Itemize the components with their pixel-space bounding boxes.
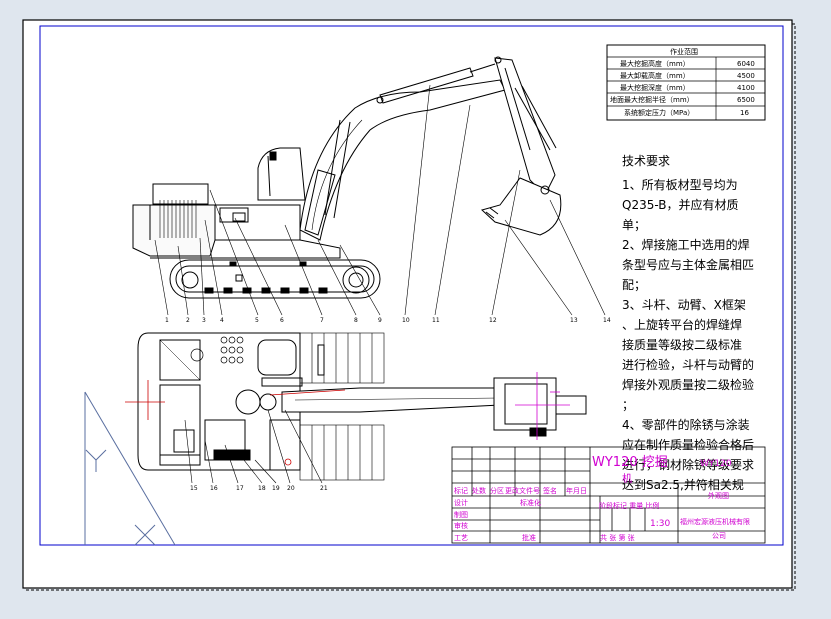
tb-company: 福州宏源液压机械有限 bbox=[680, 517, 750, 526]
tb-drawing-title: WY120 挖掘 bbox=[592, 455, 668, 470]
tb-drawing: 制图 bbox=[454, 510, 468, 519]
callout-21: 21 bbox=[320, 485, 328, 492]
spec-row-4-value: 6500 bbox=[737, 96, 755, 104]
callout-5: 5 bbox=[255, 317, 259, 324]
tb-date: 年月日 bbox=[566, 486, 587, 495]
callout-11: 11 bbox=[432, 317, 440, 324]
callout-15: 15 bbox=[190, 485, 198, 492]
callout-1: 1 bbox=[165, 317, 169, 324]
req-line-12: ； bbox=[622, 398, 634, 412]
callout-10: 10 bbox=[402, 317, 410, 324]
tb-process: 工艺 bbox=[454, 534, 468, 542]
req-line-7: 3、斗杆、动臂、X框架 bbox=[622, 298, 746, 312]
req-line-13: 4、零部件的除锈与涂装 bbox=[622, 417, 750, 432]
callout-12: 12 bbox=[489, 317, 497, 324]
req-line-11: 焊接外观质量按二级检验 bbox=[622, 377, 754, 392]
req-line-3: 单； bbox=[622, 218, 646, 232]
tb-sign: 签名 bbox=[543, 486, 557, 495]
title-block: 标记 处数 分区 更改文件号 签名 年月日 设计 标准化 阶段标记 重量 比例 … bbox=[451, 446, 766, 544]
spec-row-5-label: 系统额定压力（MPa） bbox=[624, 108, 694, 117]
req-line-14: 应在制作质量检验合格后 bbox=[622, 437, 754, 452]
callout-9: 9 bbox=[378, 317, 382, 324]
tb-drawing-code: WY120 bbox=[700, 459, 732, 469]
tb-design: 设计 bbox=[454, 498, 468, 507]
top-view-callouts: 15 16 17 18 19 20 21 bbox=[190, 485, 328, 492]
callout-8: 8 bbox=[354, 317, 358, 324]
req-line-9: 接质量等级按二级标准 bbox=[622, 337, 742, 352]
spec-row-3-label: 最大挖掘深度（mm） bbox=[620, 83, 690, 92]
spec-row-4-label: 地面最大挖掘半径（mm） bbox=[610, 95, 694, 104]
excavator-side-view bbox=[132, 56, 606, 316]
callout-3: 3 bbox=[202, 317, 206, 324]
spec-table: 作业范围 最大挖掘高度（mm） 6040 最大卸载高度（mm） 4500 最大挖… bbox=[606, 44, 766, 121]
callout-7: 7 bbox=[320, 317, 324, 324]
spec-table-title: 作业范围 bbox=[670, 47, 698, 56]
callout-13: 13 bbox=[570, 317, 578, 324]
callout-14: 14 bbox=[603, 317, 611, 324]
callout-17: 17 bbox=[236, 485, 244, 492]
spec-row-3-value: 4100 bbox=[737, 84, 755, 92]
callout-20: 20 bbox=[287, 485, 295, 492]
callout-4: 4 bbox=[220, 317, 224, 324]
spec-row-5-value: 16 bbox=[740, 109, 749, 117]
tb-drawing-title-2: 机 bbox=[622, 472, 632, 485]
tb-zone: 分区 bbox=[490, 486, 504, 495]
req-line-16: 达到Sa2.5,并符相关规 bbox=[622, 477, 744, 492]
req-line-6: 配； bbox=[622, 278, 646, 292]
tb-outline: 外观图 bbox=[708, 491, 729, 500]
excavator-top-view bbox=[137, 332, 587, 484]
tb-approve: 批准 bbox=[522, 533, 536, 542]
spec-row-1-label: 最大挖掘高度（mm） bbox=[620, 59, 690, 68]
spec-row-2-label: 最大卸载高度（mm） bbox=[620, 71, 690, 80]
req-line-1: 1、所有板材型号均为 bbox=[622, 178, 738, 192]
callout-19: 19 bbox=[272, 485, 280, 492]
tb-sheets: 共 张 第 张 bbox=[600, 533, 635, 542]
bucket-center-marks bbox=[515, 372, 570, 440]
center-marks bbox=[125, 380, 346, 466]
sheet-shadow bbox=[25, 23, 796, 591]
callout-18: 18 bbox=[258, 485, 266, 492]
tb-change-doc: 更改文件号 bbox=[505, 486, 540, 495]
tb-scale: 1:30 bbox=[650, 519, 670, 529]
tb-mark: 标记 bbox=[454, 486, 468, 495]
req-line-8: 、上旋转平台的焊缝焊 bbox=[622, 317, 742, 332]
callout-2: 2 bbox=[186, 317, 190, 324]
req-line-5: 条型号应与主体金属相匹 bbox=[622, 257, 754, 272]
technical-requirements: 技术要求 1、所有板材型号均为 Q235-B，并应有材质 单； 2、焊接施工中选… bbox=[622, 154, 754, 492]
tb-review: 审核 bbox=[454, 521, 468, 530]
spec-row-2-value: 4500 bbox=[737, 72, 755, 80]
req-line-10: 进行检验，斗杆与动臂的 bbox=[622, 357, 754, 372]
ucs-icon bbox=[84, 391, 176, 546]
req-heading: 技术要求 bbox=[622, 154, 670, 168]
req-line-15: 进行，钢材除锈等级要求 bbox=[622, 457, 754, 472]
tb-company-2: 公司 bbox=[712, 532, 726, 540]
inner-frame bbox=[39, 25, 784, 546]
tb-stage: 阶段标记 重量 比例 bbox=[599, 501, 659, 510]
callout-6: 6 bbox=[280, 317, 284, 324]
callout-16: 16 bbox=[210, 485, 218, 492]
side-view-callouts: 1 2 3 4 5 6 7 8 9 10 11 12 13 14 bbox=[165, 317, 611, 324]
req-line-2: Q235-B，并应有材质 bbox=[622, 197, 739, 212]
tb-std: 标准化 bbox=[520, 498, 541, 507]
tb-count: 处数 bbox=[472, 486, 486, 495]
req-line-4: 2、焊接施工中选用的焊 bbox=[622, 237, 750, 252]
spec-row-1-value: 6040 bbox=[737, 60, 755, 68]
